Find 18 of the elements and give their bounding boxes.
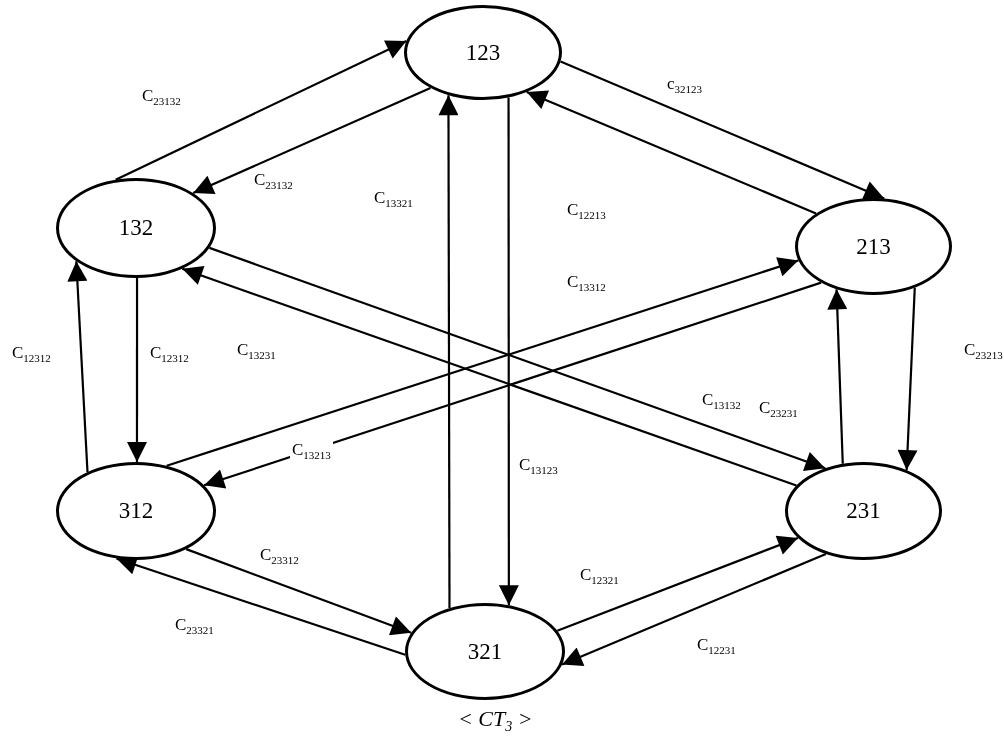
state-label: 231	[846, 498, 881, 524]
arrow	[67, 261, 89, 473]
arrow	[185, 548, 412, 636]
state-label: 213	[856, 233, 891, 260]
arrow	[560, 60, 885, 200]
arrow	[526, 90, 817, 215]
caption: < CT$_{3}$ >	[458, 706, 533, 736]
arrow	[127, 278, 147, 462]
state-label: 123	[465, 39, 501, 66]
state-label: 132	[118, 215, 154, 241]
arrow	[438, 95, 459, 609]
state-label: 312	[118, 498, 154, 524]
arrow	[561, 553, 827, 666]
arrow	[209, 246, 826, 471]
state-label: 321	[467, 638, 503, 665]
arrow	[897, 287, 918, 471]
arrow	[827, 289, 848, 464]
arrow	[192, 86, 431, 195]
